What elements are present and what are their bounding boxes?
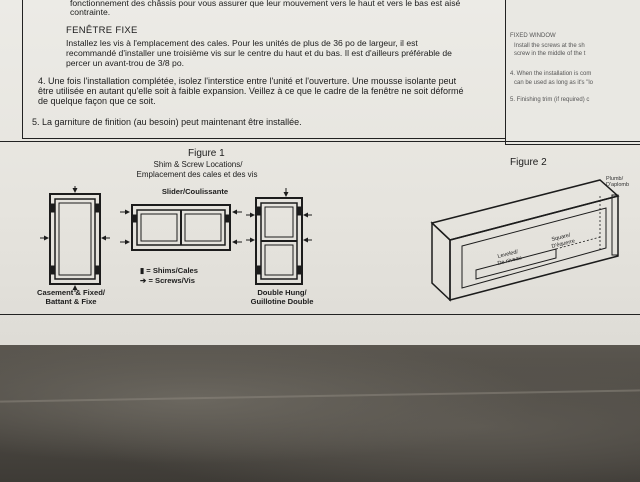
right-line6: 5. Finishing trim (if required) c	[510, 97, 590, 103]
leveled-label-line1: Leveled/	[497, 249, 519, 260]
right-line2: Install the screws at the sh	[514, 43, 585, 49]
legend-shims: ▮ = Shims/Cales	[140, 266, 198, 275]
figure-drawings: Leveled/ De niveau Square/ D'équerre	[40, 179, 620, 302]
square-label-line1: Square/	[551, 232, 572, 243]
step5-line1: 5. La garniture de finition (au besoin) …	[32, 117, 302, 127]
casement-window-drawing	[40, 186, 110, 292]
right-line3: screw in the middle of the t	[514, 51, 586, 57]
fixed-window-heading: FENÊTRE FIXE	[66, 25, 138, 36]
step4-line1: 4. Une fois l'installation complétée, is…	[38, 76, 457, 86]
leveled-label-line2: De niveau	[497, 255, 522, 267]
instruction-sheet: fonctionnement des châssis pour vous ass…	[0, 0, 640, 345]
double-hung-window-drawing	[246, 188, 312, 285]
plumb-label-line1: Plumb/	[606, 176, 624, 182]
top-text-line2: contrainte.	[70, 7, 111, 17]
figure2-frame-drawing	[430, 179, 620, 302]
step4-line3: de quelque façon que ce soit.	[38, 96, 156, 106]
plumb-label-line2: D'aplomb	[606, 182, 630, 188]
square-label-line2: D'équerre	[551, 238, 576, 250]
fixed-window-line2: recommandé d'installer une troisième vis…	[66, 48, 452, 58]
step4-line2: être utilisée en autant qu'elle soit à f…	[38, 86, 464, 96]
figure1-subtitle-line2: Emplacement des cales et des vis	[136, 170, 258, 179]
casement-label-line1: Casement & Fixed/	[37, 288, 105, 297]
right-line4: 4. When the installation is com	[510, 71, 592, 77]
fixed-window-line1: Installez les vis à l'emplacement des ca…	[66, 38, 418, 48]
figure1-title: Figure 1	[188, 148, 225, 159]
double-hung-label-line2: Guillotine Double	[250, 297, 314, 306]
top-text-line1: fonctionnement des châssis pour vous ass…	[70, 0, 461, 8]
right-line1: FIXED WINDOW	[510, 33, 556, 39]
double-hung-label-line1: Double Hung/	[257, 288, 307, 297]
figure2-title: Figure 2	[510, 157, 547, 168]
english-text-box	[505, 0, 640, 145]
slider-label: Slider/Coulissante	[161, 187, 229, 196]
floor-background	[0, 345, 640, 482]
slider-window-drawing	[120, 204, 242, 251]
figures-box	[0, 141, 640, 315]
fixed-window-line3: percer un avant-trou de 3/8 po.	[66, 58, 185, 68]
figure1-subtitle-line1: Shim & Screw Locations/	[153, 160, 243, 169]
legend-screws: ➔ = Screws/Vis	[140, 276, 195, 285]
casement-label-line2: Battant & Fixe	[45, 297, 97, 306]
right-line5: can be used as long as it's "lo	[514, 80, 593, 86]
